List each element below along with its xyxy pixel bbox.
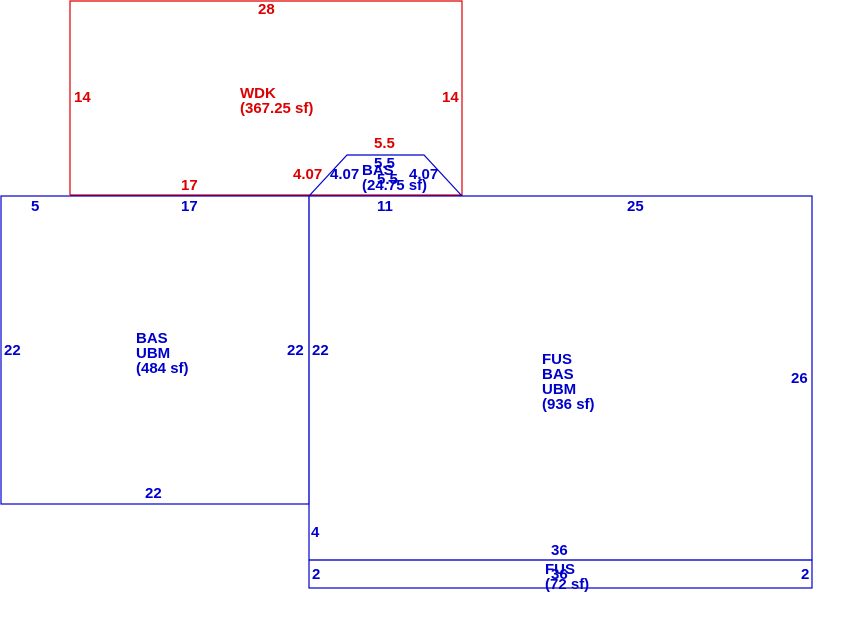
dim-wdk-bottom: 17 — [181, 177, 198, 194]
dim-left-right: 22 — [287, 342, 304, 359]
dim-wdk-angle: 4.07 — [293, 166, 323, 183]
strip-size: (72 sf) — [545, 576, 590, 593]
dim-bay-top: 5.5 — [374, 155, 395, 172]
dim-right-top-a: 11 — [377, 198, 393, 215]
wdk-outline — [69, 0, 463, 196]
strip-outline — [308, 559, 813, 589]
right-code-1: FUS — [542, 351, 572, 368]
bay-outline — [308, 154, 463, 197]
dim-right-top-b: 25 — [627, 198, 644, 215]
left-size: (484 sf) — [136, 360, 189, 377]
dim-left-left: 22 — [4, 342, 21, 359]
dim-wdk-bay-top: 5.5 — [374, 135, 395, 152]
right-size: (936 sf) — [542, 396, 595, 413]
right-code-2: BAS — [542, 366, 574, 383]
bay-area-label: BAS (24.75 sf) — [362, 163, 427, 193]
dim-strip-left: 2 — [312, 566, 321, 583]
dim-right-right: 26 — [791, 370, 808, 387]
dim-strip-right: 2 — [801, 566, 810, 583]
bay-code: BAS — [362, 162, 394, 179]
dim-strip-bottom: 36 — [551, 566, 568, 583]
dim-bay-left: 4.07 — [330, 166, 360, 183]
strip-area-label: FUS (72 sf) — [545, 562, 589, 592]
dim-right-left: 22 — [312, 342, 329, 359]
dim-wdk-right: 14 — [442, 89, 459, 106]
strip-code: FUS — [545, 561, 575, 578]
right-area-label: FUS BAS UBM (936 sf) — [542, 352, 595, 412]
dim-wdk-left: 14 — [74, 89, 91, 106]
dim-left-top-b: 17 — [181, 198, 198, 215]
dim-right-notch: 4 — [311, 524, 320, 541]
dim-left-top-a: 5 — [31, 198, 40, 215]
dim-strip-top: 36 — [551, 542, 568, 559]
wdk-code: WDK — [240, 85, 276, 102]
right-code-3: UBM — [542, 381, 577, 398]
dim-bay-right: 4.07 — [409, 166, 439, 183]
bay-size: (24.75 sf) — [362, 177, 428, 194]
wdk-area-label: WDK (367.25 sf) — [240, 86, 313, 116]
dim-left-bottom: 22 — [145, 485, 162, 502]
left-code-2: UBM — [136, 345, 171, 362]
dim-wdk-top: 28 — [258, 1, 275, 18]
left-area-label: BAS UBM (484 sf) — [136, 331, 189, 376]
wdk-size: (367.25 sf) — [240, 100, 314, 117]
left-code-1: BAS — [136, 330, 168, 347]
dim-bay-under: 5.5 — [377, 171, 398, 188]
